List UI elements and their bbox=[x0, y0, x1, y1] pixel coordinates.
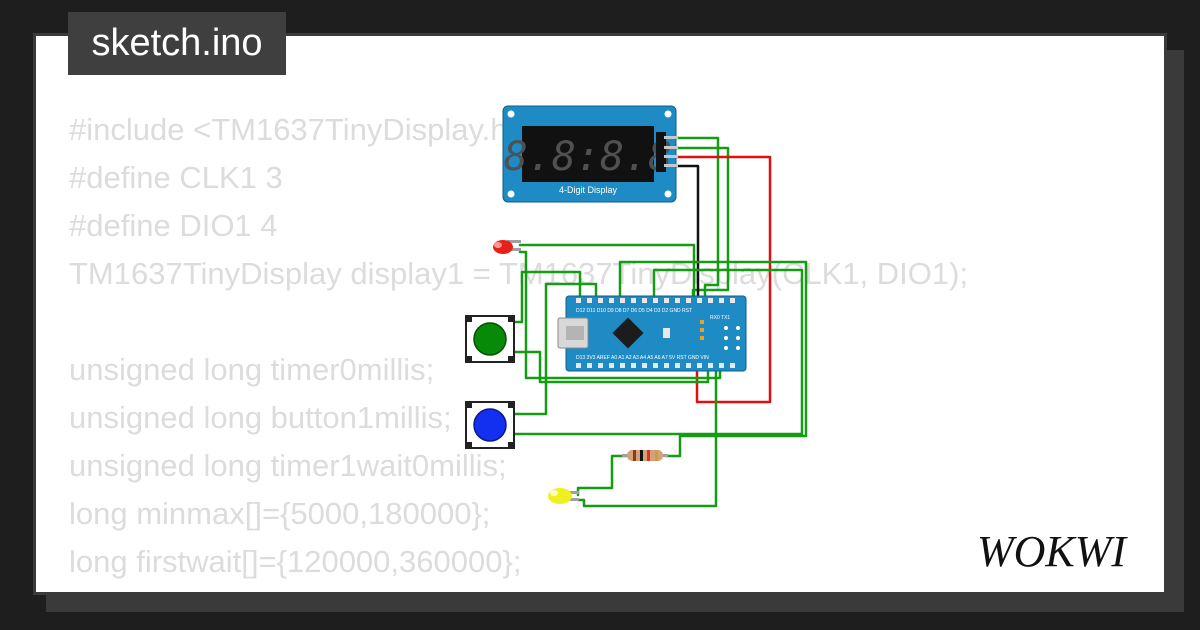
wire-display-vcc bbox=[662, 155, 772, 404]
display-label: 4-Digit Display bbox=[559, 185, 618, 195]
wokwi-logo-text: WOKWI bbox=[977, 527, 1128, 576]
code-line: long minmax[]={5000,180000}; bbox=[69, 496, 491, 531]
code-line: unsigned long button1millis; bbox=[69, 400, 452, 435]
display-digits: 8.8:8.8 bbox=[504, 134, 673, 180]
file-name-tab[interactable]: sketch.ino bbox=[68, 12, 286, 75]
wire-btn1-a bbox=[510, 270, 582, 324]
wire-led-red bbox=[518, 243, 696, 300]
wire-btn1-b bbox=[510, 350, 710, 384]
code-line: #include <TM1637TinyDisplay.h> bbox=[69, 112, 526, 147]
wire-resistor-to-led bbox=[576, 454, 628, 497]
yellow-led[interactable] bbox=[548, 488, 579, 504]
wire-resistor-to-pin bbox=[618, 260, 808, 458]
red-led[interactable] bbox=[493, 240, 521, 254]
arduino-nano[interactable]: D12 D11 D10 D9 D8 D7 D6 D5 D4 D3 D2 GND … bbox=[557, 295, 747, 372]
arduino-bottom-pins: D13 3V3 AREF A0 A1 A2 A3 A4 A5 A6 A7 5V … bbox=[576, 355, 709, 361]
code-line: unsigned long timer1wait0millis; bbox=[69, 448, 507, 483]
code-line: #define DIO1 4 bbox=[69, 208, 278, 243]
resistor[interactable] bbox=[622, 450, 668, 461]
code-line: #define CLK1 3 bbox=[69, 160, 283, 195]
arduino-side-label: RX0 TX1 bbox=[710, 315, 730, 321]
blue-push-button[interactable] bbox=[465, 401, 515, 449]
green-push-button[interactable] bbox=[465, 315, 515, 363]
four-digit-display[interactable]: 8.8:8.8 4-Digit Display bbox=[502, 105, 678, 203]
code-line: unsigned long timer0millis; bbox=[69, 352, 435, 387]
wire-btn2-a bbox=[510, 282, 598, 416]
arduino-top-pins: D12 D11 D10 D9 D8 D7 D6 D5 D4 D3 D2 GND … bbox=[576, 308, 692, 314]
wire-btn2-b bbox=[510, 268, 804, 436]
code-line: long firstwait[]={120000,360000}; bbox=[69, 544, 522, 579]
wire-led-red-gnd bbox=[518, 250, 722, 380]
wire-led-yellow-gnd bbox=[576, 363, 718, 508]
wokwi-logo[interactable]: WOKWI bbox=[975, 522, 1155, 577]
